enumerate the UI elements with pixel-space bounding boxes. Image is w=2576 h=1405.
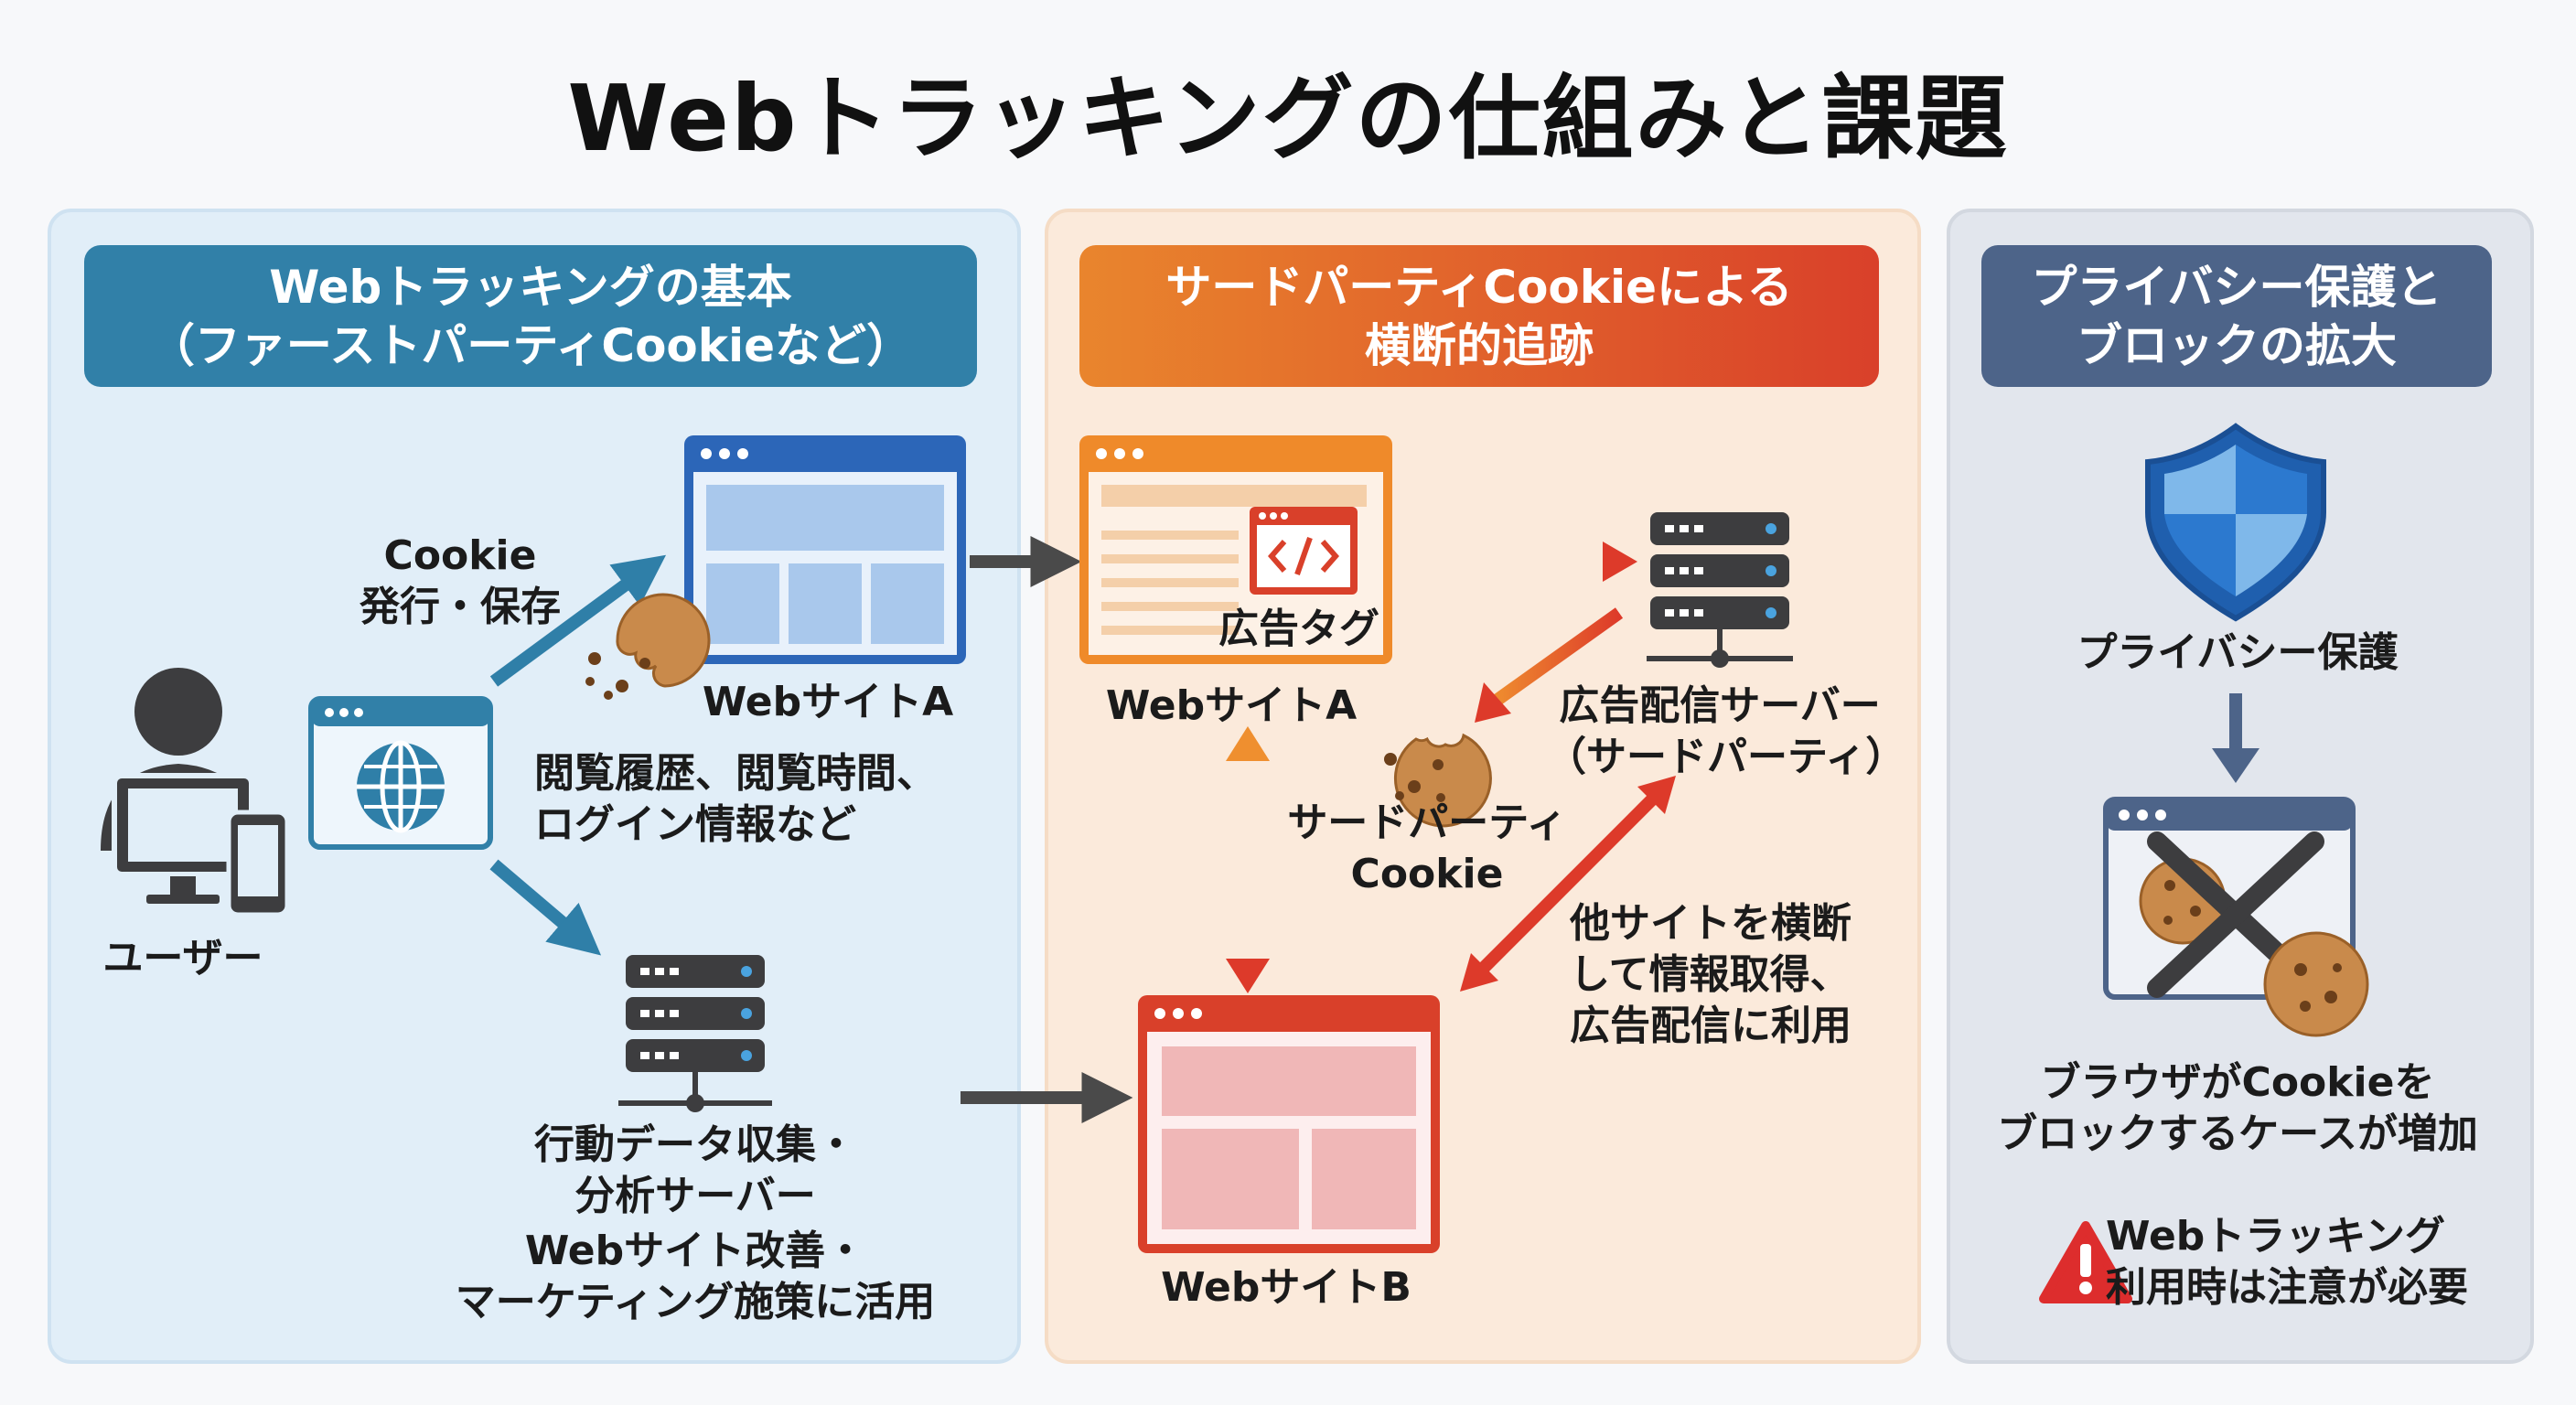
panel-privacy — [1947, 209, 2534, 1364]
website-a-window — [684, 435, 966, 664]
website-b-label: WebサイトB — [1161, 1264, 1411, 1311]
website-b-window — [1138, 995, 1440, 1253]
label-line: 分析サーバー — [574, 1173, 816, 1219]
arrow-to-website-a — [489, 554, 667, 687]
warning-label: Webトラッキング 利用時は注意が必要 — [2106, 1211, 2508, 1314]
header-line: サードパーティCookieによる — [1165, 260, 1793, 314]
page-title: Webトラッキングの仕組みと課題 — [567, 65, 2009, 172]
label-line: 発行・保存 — [360, 584, 561, 630]
user-icon — [101, 668, 290, 917]
cross-site-label: 他サイトを横断 して情報取得、 広告配信に利用 — [1570, 898, 1881, 1052]
label-line: して情報取得、 — [1570, 951, 1851, 998]
server-label: 行動データ収集・ 分析サーバー — [494, 1120, 896, 1222]
panel-basic-header: Webトラッキングの基本 （ファーストパーティCookieなど） — [84, 245, 977, 387]
arrow-ad-server-to-site-b — [1477, 793, 1658, 974]
header-line: ブロックの拡大 — [2077, 318, 2397, 372]
third-party-cookie-label: サードパーティ Cookie — [1281, 798, 1573, 900]
label-line: マーケティング施策に活用 — [455, 1279, 936, 1325]
history-label: 閲覧履歴、閲覧時間、 ログイン情報など — [534, 748, 937, 851]
globe-browser-icon — [308, 696, 493, 850]
ad-server-icon — [1647, 512, 1793, 668]
block-label: ブラウザがCookieを ブロックするケースが増加 — [1981, 1057, 2494, 1160]
panel-privacy-header: プライバシー保護と ブロックの拡大 — [1981, 245, 2492, 387]
data-server-icon — [618, 955, 772, 1112]
label-line: Cookie — [1350, 851, 1504, 897]
arrow-server-to-cookie — [1487, 607, 1624, 710]
label-line: 利用時は注意が必要 — [2106, 1264, 2468, 1311]
header-line: 横断的追跡 — [1365, 318, 1594, 372]
website-a-ad-window — [1079, 435, 1392, 664]
ad-tag-label: 広告タグ — [1218, 606, 1379, 652]
header-line: Webトラッキングの基本 — [269, 260, 792, 314]
header-line: （ファーストパーティCookieなど） — [148, 318, 913, 372]
cookie-issue-label: Cookie 発行・保存 — [355, 531, 565, 633]
privacy-protection-label: プライバシー保護 — [2077, 629, 2399, 676]
label-line: ブラウザがCookieを — [2040, 1059, 2435, 1106]
website-a-label: WebサイトA — [1105, 682, 1358, 729]
header-line: プライバシー保護と — [2031, 260, 2442, 314]
user-label: ユーザー — [102, 935, 263, 981]
cookie-icon — [585, 593, 711, 700]
ad-server-label: 広告配信サーバー （サードパーティ） — [1546, 681, 1906, 783]
blocked-cookie-browser — [2103, 797, 2369, 1037]
label-line: Webサイト改善・ — [524, 1228, 866, 1274]
label-line: ブロックするケースが増加 — [1997, 1110, 2478, 1157]
label-line: （サードパーティ） — [1546, 734, 1906, 780]
shield-icon — [2145, 423, 2326, 622]
warning-icon — [2039, 1221, 2132, 1303]
website-a-label: WebサイトA — [702, 679, 954, 725]
label-line: Webトラッキング — [2106, 1213, 2445, 1260]
third-party-cookie-icon — [1384, 733, 1492, 828]
label-line: Cookie — [383, 532, 537, 579]
label-line: ログイン情報など — [534, 801, 856, 848]
code-icon — [1250, 507, 1358, 595]
usage-label: Webサイト改善・ マーケティング施策に活用 — [439, 1226, 951, 1328]
label-line: サードパーティ — [1287, 799, 1567, 846]
arrow-to-server — [489, 859, 602, 956]
label-line: 広告配信サーバー — [1559, 682, 1881, 729]
label-line: 他サイトを横断 — [1570, 900, 1852, 947]
label-line: 行動データ収集・ — [534, 1121, 856, 1168]
label-line: 閲覧履歴、閲覧時間、 — [534, 750, 937, 797]
panel-third-party-header: サードパーティCookieによる 横断的追跡 — [1079, 245, 1879, 387]
label-line: 広告配信に利用 — [1570, 1003, 1852, 1049]
